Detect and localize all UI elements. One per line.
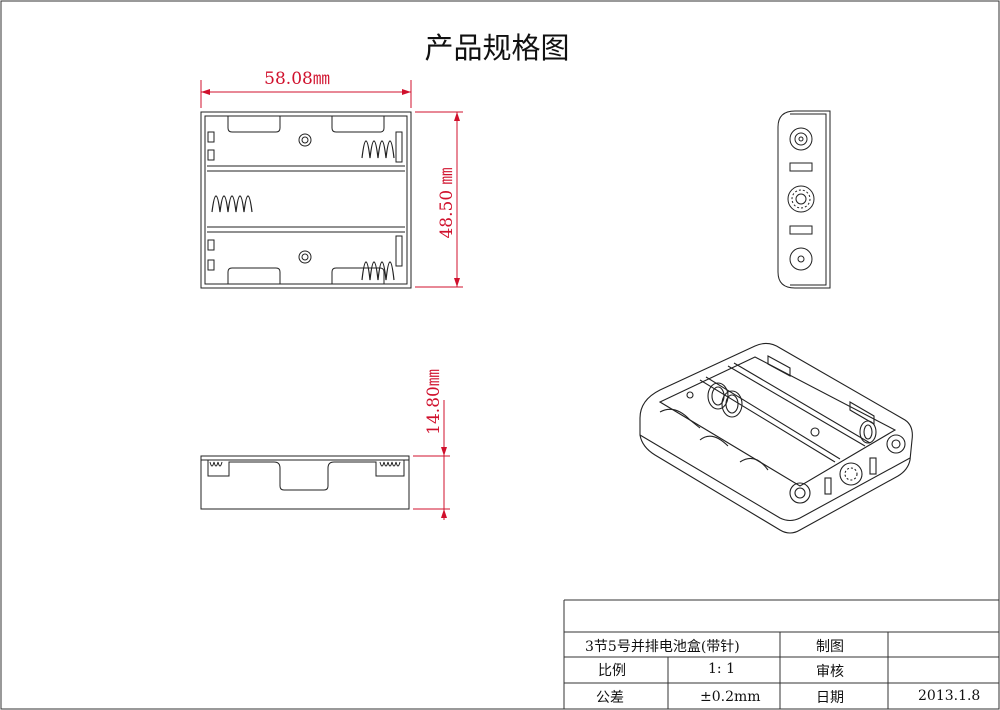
width-dimension	[200, 80, 412, 108]
side-view	[200, 455, 410, 510]
product-name: 3节5号并排电池盒(带针)	[585, 639, 740, 655]
height-dimension-label: 48.50 ㎜	[437, 167, 457, 238]
width-dimension-label: 58.08㎜	[264, 69, 330, 89]
label-date: 日期	[816, 690, 844, 706]
height-dimension	[415, 111, 463, 288]
date-value: 2013.1.8	[918, 688, 981, 704]
label-tolerance: 公差	[596, 690, 624, 706]
isometric-view	[639, 342, 913, 534]
tolerance-value: ±0.2mm	[700, 689, 761, 705]
label-drawn: 制图	[816, 639, 844, 655]
title-block-grid	[563, 599, 999, 709]
drawing-title: 产品规格图	[424, 31, 569, 65]
label-scale: 比例	[598, 663, 626, 679]
depth-dimension	[413, 400, 450, 520]
end-view	[777, 110, 831, 289]
depth-dimension-label: 14.80㎜	[424, 369, 444, 435]
scale-value: 1: 1	[708, 661, 735, 677]
label-review: 审核	[816, 664, 844, 680]
top-view	[200, 111, 412, 289]
